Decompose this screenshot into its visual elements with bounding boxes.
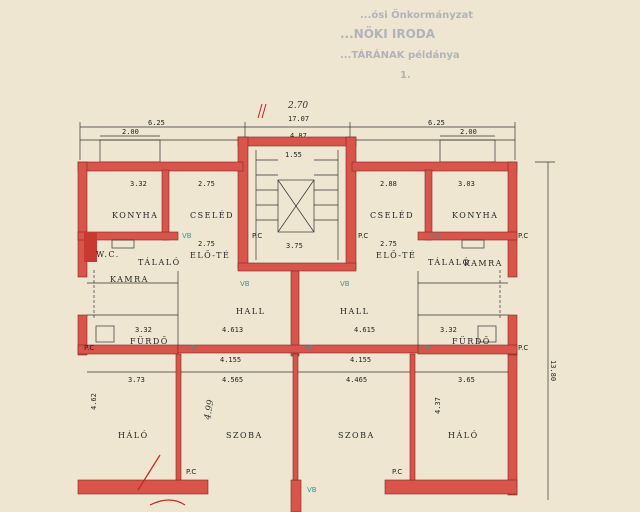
label-left-hall: HALL bbox=[236, 307, 265, 316]
vb-mark: VB bbox=[307, 486, 317, 494]
label-left-store: KAMRA bbox=[110, 275, 149, 284]
dim-balcony-right: 2.00 bbox=[460, 128, 477, 136]
red-pen-mark bbox=[149, 499, 186, 506]
stamp-line-1: ...ósi Önkormányzat bbox=[360, 7, 473, 21]
walls bbox=[77, 136, 518, 512]
sink-left bbox=[111, 239, 135, 249]
stove-left bbox=[84, 232, 97, 262]
stamp-line-2: ...NÖKI IRODA bbox=[340, 26, 436, 41]
dim-right-kitchen: 3.03 bbox=[458, 180, 475, 188]
label-left-bath: FÜRDŐ bbox=[130, 337, 169, 346]
dim-note-handwritten: 4.99 bbox=[203, 399, 217, 422]
room-labels: KONYHA CSELÉD CSELÉD KONYHA ELŐ-TÉ ELŐ-T… bbox=[96, 211, 503, 440]
pc-mark: P.C bbox=[358, 232, 368, 240]
label-right-bath: FÜRDŐ bbox=[452, 337, 491, 346]
vb-mark: VB bbox=[186, 344, 196, 352]
hand-note: 2.70 bbox=[287, 101, 308, 111]
pc-mark: P.C bbox=[392, 468, 402, 476]
dim-left-ante: 2.75 bbox=[198, 240, 215, 248]
sink-right bbox=[461, 239, 485, 249]
label-left-room: SZOBA bbox=[226, 431, 263, 440]
pc-mark: P.C bbox=[518, 232, 528, 240]
annotations: P.C P.C P.C P.C P.C P.C P.C VB VB VB VB … bbox=[84, 232, 528, 494]
dim-top-left-span: 6.25 bbox=[148, 119, 165, 127]
interior-lines bbox=[87, 270, 508, 373]
label-left-kitchen: KONYHA bbox=[112, 211, 158, 220]
vb-mark: VB bbox=[305, 344, 315, 352]
label-right-bed: HÁLÓ bbox=[448, 431, 479, 440]
label-left-ante: ELŐ-TÉ bbox=[190, 251, 230, 260]
red-pen-mark bbox=[257, 103, 267, 119]
label-left-pantry: TÁLALÓ bbox=[138, 258, 181, 267]
dim-right-room-w: 4.155 bbox=[350, 356, 371, 364]
label-right-store: KAMRA bbox=[464, 259, 503, 268]
staircase: 1.55 3.75 bbox=[255, 150, 339, 260]
label-wc: W.C. bbox=[96, 250, 120, 259]
dim-right-bed-h: 4.37 bbox=[434, 397, 442, 414]
dim-left-kitchen: 3.32 bbox=[130, 180, 147, 188]
dim-left-bath: 3.32 bbox=[135, 326, 152, 334]
pc-mark: P.C bbox=[252, 232, 262, 240]
vb-mark: VB bbox=[420, 344, 430, 352]
vb-mark: VB bbox=[430, 232, 440, 240]
label-right-ante: ELŐ-TÉ bbox=[376, 251, 416, 260]
label-left-bed: HÁLÓ bbox=[118, 431, 149, 440]
dim-right-room2: 4.465 bbox=[346, 376, 367, 384]
dim-left-room2: 4.565 bbox=[222, 376, 243, 384]
label-right-pantry: TÁLALÓ bbox=[428, 258, 471, 267]
dim-right-ante: 2.75 bbox=[380, 240, 397, 248]
dim-left-bed: 3.73 bbox=[128, 376, 145, 384]
dim-left-hall: 4.613 bbox=[222, 326, 243, 334]
dim-right-height: 13.80 bbox=[549, 360, 557, 381]
vb-mark: VB bbox=[240, 280, 250, 288]
red-pen-mark bbox=[137, 454, 161, 491]
office-stamp: ...ósi Önkormányzat ...NÖKI IRODA ...TÁR… bbox=[340, 7, 473, 81]
label-right-kitchen: KONYHA bbox=[452, 211, 498, 220]
dim-total-width: 17.07 bbox=[288, 115, 309, 123]
bathtub-right bbox=[477, 325, 497, 343]
dim-right-hall: 4.615 bbox=[354, 326, 375, 334]
dim-top-right-span: 6.25 bbox=[428, 119, 445, 127]
bathtub-left bbox=[95, 325, 115, 343]
pc-mark: P.C bbox=[84, 344, 94, 352]
balcony-right bbox=[439, 139, 496, 163]
pc-mark: P.C bbox=[186, 468, 196, 476]
balcony-left bbox=[99, 139, 161, 163]
label-left-maid: CSELÉD bbox=[190, 211, 234, 220]
right-dimensions: 13.80 bbox=[535, 161, 557, 500]
label-right-room: SZOBA bbox=[338, 431, 375, 440]
dim-left-bed-h: 4.62 bbox=[90, 393, 98, 410]
dim-left-room-w: 4.155 bbox=[220, 356, 241, 364]
dim-right-bed: 3.65 bbox=[458, 376, 475, 384]
room-dimensions: 3.32 2.75 2.88 3.03 2.75 2.75 3.32 3.32 … bbox=[90, 180, 475, 422]
vb-mark: VB bbox=[182, 232, 192, 240]
stamp-line-4: 1. bbox=[400, 70, 411, 81]
dim-stair-inner: 1.55 bbox=[285, 151, 302, 159]
label-right-maid: CSELÉD bbox=[370, 211, 414, 220]
dim-balcony-left: 2.00 bbox=[122, 128, 139, 136]
dim-right-bath: 3.32 bbox=[440, 326, 457, 334]
vb-mark: VB bbox=[340, 280, 350, 288]
dim-stair-width: 4.87 bbox=[290, 132, 307, 140]
dim-hall-center: 3.75 bbox=[286, 242, 303, 250]
pc-mark: P.C bbox=[518, 344, 528, 352]
dim-left-maid: 2.75 bbox=[198, 180, 215, 188]
label-right-hall: HALL bbox=[340, 307, 369, 316]
dim-right-maid: 2.88 bbox=[380, 180, 397, 188]
stamp-line-3: ...TÁRÁNAK példánya bbox=[340, 48, 460, 61]
